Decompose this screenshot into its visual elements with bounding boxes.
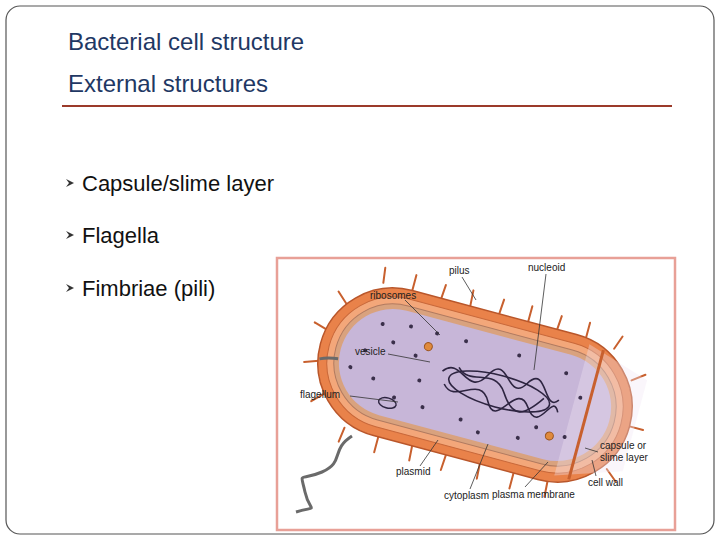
part-label: ribosomes <box>370 290 416 302</box>
part-label: flagellum <box>300 389 340 401</box>
slide-title: Bacterial cell structure <box>68 28 304 56</box>
ribosome-dots <box>340 312 589 459</box>
flagellum-filament <box>296 436 352 512</box>
pili <box>286 253 666 518</box>
cutaway-edge <box>569 350 604 479</box>
part-label: vesicle <box>355 346 386 358</box>
vesicle-body <box>423 342 433 352</box>
bullet-item: Flagella <box>82 223 159 248</box>
part-label: nucleoid <box>528 262 565 274</box>
bullet-marks <box>66 179 74 292</box>
bullet-item: Fimbriae (pili) <box>82 276 215 301</box>
nucleoid-dna <box>436 355 565 427</box>
part-label: plasma membrane <box>492 489 575 501</box>
bullet-mark <box>66 231 74 239</box>
part-label: cell wall <box>588 477 623 489</box>
illustration-frame <box>277 258 675 530</box>
plasmid-loop <box>377 396 397 410</box>
cutaway-shade <box>554 344 652 492</box>
bullet-mark <box>66 179 74 187</box>
part-label: pilus <box>449 265 470 277</box>
flagellum-hook <box>319 354 338 363</box>
vesicle-body <box>544 431 554 441</box>
slide-subtitle: External structures <box>68 70 268 98</box>
part-label: capsule or slime layer <box>600 440 662 463</box>
bacterial-cell <box>286 253 666 518</box>
title-rule <box>62 105 672 107</box>
leader-lines <box>350 274 598 489</box>
bullet-mark <box>66 284 74 292</box>
part-label: cytoplasm <box>444 490 489 502</box>
part-label: plasmid <box>396 466 430 478</box>
bullet-item: Capsule/slime layer <box>82 171 274 196</box>
slide-border <box>6 6 714 534</box>
